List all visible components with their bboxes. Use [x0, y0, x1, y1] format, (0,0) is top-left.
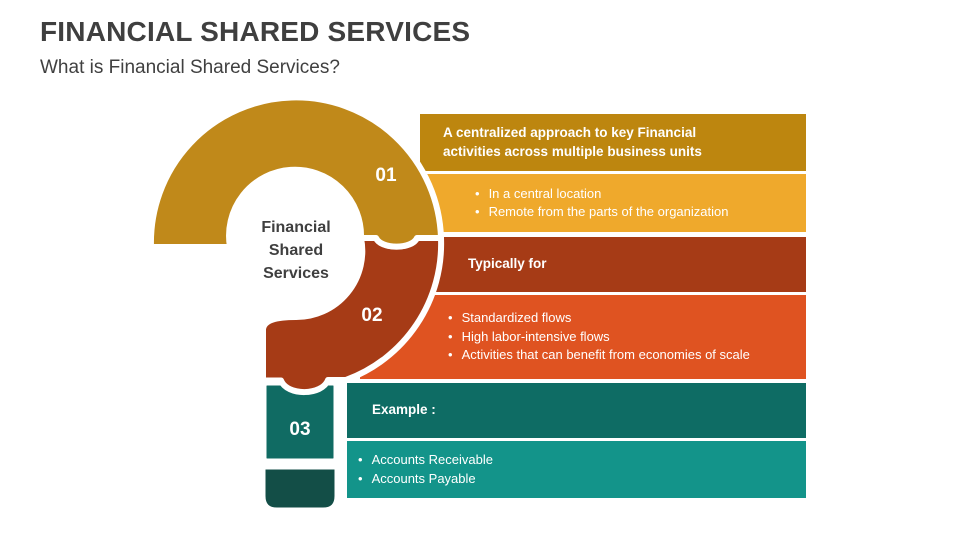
block3-header: Example :: [347, 383, 806, 438]
page-title: FINANCIAL SHARED SERVICES: [40, 16, 471, 47]
bullet-icon: •: [475, 185, 480, 201]
center-label-line: Shared: [268, 242, 324, 259]
bullet-text: Standardized flows: [461, 310, 572, 326]
bullet-text: Remote from the parts of the organizatio…: [488, 204, 729, 219]
list-item: • Accounts Receivable: [358, 451, 806, 470]
bullet-text: Accounts Receivable: [371, 452, 493, 467]
list-item: • Accounts Payable: [358, 470, 806, 489]
list-item: • Activities that can benefit from econo…: [448, 346, 806, 365]
segment-01-label: 01: [375, 165, 397, 186]
bullet-text: High labor-intensive flows: [461, 328, 610, 344]
question-mark-dot-shape: [260, 464, 340, 513]
segment-03-label: 03: [289, 419, 311, 440]
block2-body: • Standardized flows • High labor-intens…: [360, 295, 806, 379]
bullet-icon: •: [475, 204, 480, 219]
page-subtitle: What is Financial Shared Services?: [40, 57, 340, 78]
bullet-text: Accounts Payable: [371, 470, 476, 486]
bullet-text: Activities that can benefit from economi…: [461, 347, 750, 363]
block3-bullet-list: • Accounts Receivable • Accounts Payable: [347, 451, 806, 488]
block2-header: Typically for: [420, 237, 806, 292]
list-item: • In a central location: [475, 185, 806, 204]
question-mark-center-label: Financial Shared Services: [236, 216, 356, 285]
segment-02-label: 02: [361, 305, 383, 326]
list-item: • Standardized flows: [448, 309, 806, 328]
bullet-icon: •: [448, 347, 453, 363]
list-item: • High labor-intensive flows: [448, 328, 806, 347]
block3-body: • Accounts Receivable • Accounts Payable: [347, 441, 806, 498]
bullet-text: In a central location: [488, 185, 602, 201]
bullet-icon: •: [358, 470, 363, 486]
bullet-icon: •: [358, 452, 363, 467]
block1-header-text: A centralized approach to key Financial …: [443, 125, 702, 159]
bullet-icon: •: [448, 310, 453, 326]
center-label-line: Services: [263, 265, 329, 282]
list-item: • Remote from the parts of the organizat…: [475, 203, 806, 222]
center-label-line: Financial: [261, 219, 331, 236]
block1-header: A centralized approach to key Financial …: [420, 114, 806, 171]
block1-body: • In a central location • Remote from th…: [420, 174, 806, 232]
block1-bullet-list: • In a central location • Remote from th…: [420, 185, 806, 222]
block2-bullet-list: • Standardized flows • High labor-intens…: [360, 309, 806, 365]
bullet-icon: •: [448, 328, 453, 344]
block3-header-text: Example :: [372, 402, 436, 418]
block2-header-text: Typically for: [468, 256, 547, 272]
